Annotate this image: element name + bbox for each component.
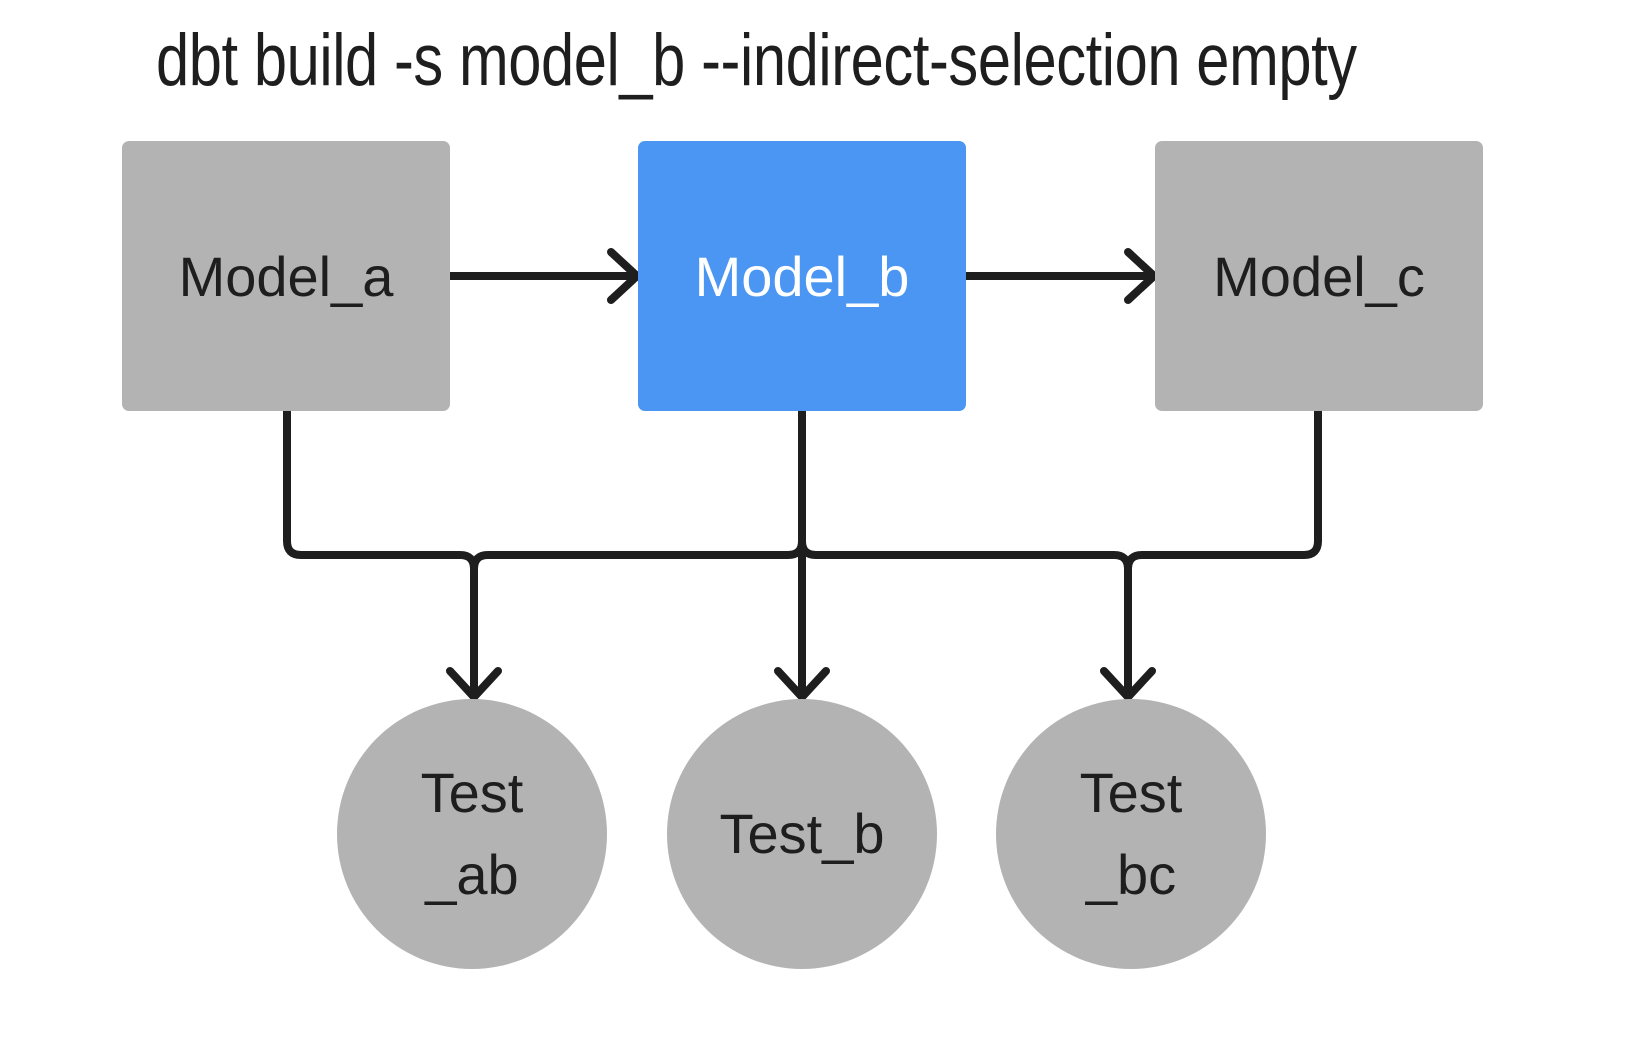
edge-model-a-to-test-ab: [283, 407, 478, 698]
edge-model-b-to-test-ab: [470, 407, 806, 698]
edge-model-b-to-test-bc: [798, 407, 1132, 698]
arrowhead-model-b-icon: [607, 248, 641, 304]
arrowhead-test-ab-icon: [446, 667, 502, 701]
arrowhead-test-b-icon: [774, 667, 830, 701]
arrowhead-model-c-icon: [1124, 248, 1158, 304]
node-model-c-label: Model_c: [1213, 244, 1425, 308]
node-test-ab-label: Test _ab: [420, 761, 524, 906]
node-model-b-label: Model_b: [694, 244, 910, 308]
node-test-bc: Test _bc: [996, 699, 1266, 969]
arrowhead-test-bc-icon: [1100, 667, 1156, 701]
node-test-ab: Test _ab: [337, 699, 607, 969]
node-test-b-label: Test_b: [719, 802, 885, 865]
node-model-c: Model_c: [1155, 141, 1483, 411]
node-test-bc-label: Test _bc: [1079, 761, 1183, 906]
diagram-title: dbt build -s model_b --indirect-selectio…: [156, 20, 1357, 101]
edge-model-c-to-test-bc: [1124, 407, 1322, 698]
node-model-a-label: Model_a: [178, 244, 394, 308]
node-model-a: Model_a: [122, 141, 450, 411]
node-model-b: Model_b: [638, 141, 966, 411]
node-test-b: Test_b: [667, 699, 937, 969]
